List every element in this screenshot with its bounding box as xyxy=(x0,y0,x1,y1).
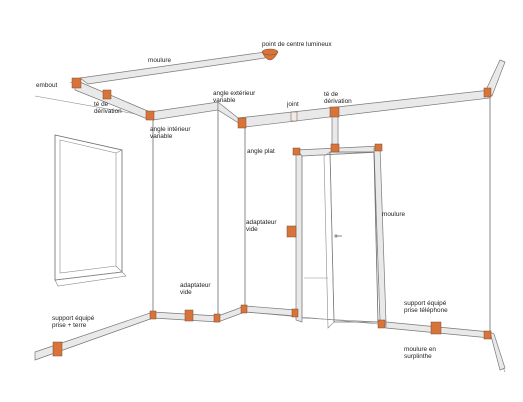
label-support-prise-tel-2: prise téléphone xyxy=(404,307,448,314)
label-moulure-right: moulure xyxy=(382,211,406,218)
molding-far-right-skirting xyxy=(489,331,506,371)
label-te-derivation-right-2: dérivation xyxy=(324,98,352,105)
support-prise-terre-fitting xyxy=(52,341,63,357)
molding-mid-ceiling xyxy=(149,101,219,121)
label-adaptateur-vide-mid-2: vide xyxy=(246,226,258,233)
label-embout: embout xyxy=(36,82,58,89)
label-support-prise-terre-2: prise + terre xyxy=(52,322,87,329)
te-derivation-left-fitting xyxy=(102,89,112,100)
label-te-derivation-left-2: dérivation xyxy=(94,108,122,115)
window xyxy=(54,134,127,287)
label-support-prise-tel-1: support équipé xyxy=(404,300,447,307)
label-adaptateur-vide-low-1: adaptateur xyxy=(180,282,211,289)
label-te-derivation-left-1: té de xyxy=(94,101,109,108)
door-frame-left xyxy=(295,149,303,323)
molding-top-ceiling xyxy=(79,51,266,85)
adaptateur-vide-mid-fitting xyxy=(286,225,297,238)
molding-right-ceiling xyxy=(237,89,491,128)
label-te-derivation-right-1: té de xyxy=(324,91,339,98)
te-derivation-right-fitting xyxy=(329,106,340,118)
label-angle-interieur-2: variable xyxy=(150,133,173,140)
label-angle-interieur-1: angle intérieur xyxy=(150,126,191,133)
door xyxy=(295,145,387,329)
label-moulure-top: moulure xyxy=(148,57,172,64)
joint-fitting xyxy=(290,111,298,122)
label-joint: joint xyxy=(286,101,299,108)
label-point-centre: point de centre lumineux xyxy=(262,41,332,48)
label-moulure-surplinthe-2: surplinthe xyxy=(404,353,432,360)
angle-exterieur-fitting xyxy=(237,117,247,129)
label-adaptateur-vide-low-2: vide xyxy=(180,289,192,296)
support-prise-telephone-fitting xyxy=(430,321,442,335)
angle-plat-fitting xyxy=(330,143,340,153)
fittings xyxy=(52,48,492,357)
ceiling-moldings xyxy=(74,51,506,128)
embout-fitting xyxy=(71,77,82,89)
skirting-moldings xyxy=(34,305,506,371)
angle-interieur-fitting xyxy=(145,110,155,121)
label-angle-exterieur-2: variable xyxy=(213,97,236,104)
label-angle-plat: angle plat xyxy=(247,148,275,155)
label-adaptateur-vide-mid-1: adaptateur xyxy=(246,219,277,226)
labels: point de centre lumineux moulure embout … xyxy=(36,41,448,360)
adaptateur-vide-low-fitting xyxy=(184,309,194,322)
label-angle-exterieur-1: angle extérieur xyxy=(213,90,256,97)
label-support-prise-terre-1: support équipé xyxy=(52,315,95,322)
label-moulure-surplinthe-1: moulure en xyxy=(404,346,436,353)
